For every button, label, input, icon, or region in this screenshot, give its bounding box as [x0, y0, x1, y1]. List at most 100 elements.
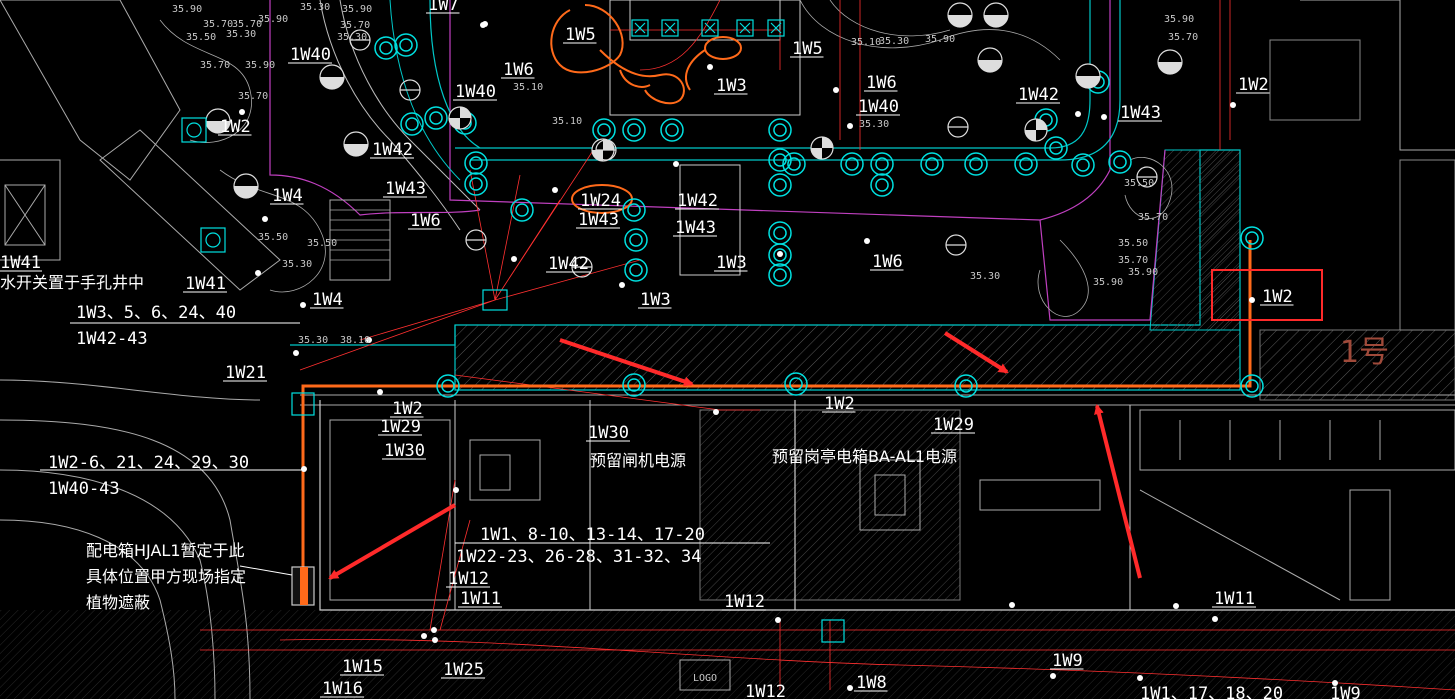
ground-light-fill-icon	[984, 15, 1008, 27]
circuit-label: 1W41	[185, 274, 226, 294]
leader-dot	[713, 409, 719, 415]
circuit-label: 1W2	[824, 394, 855, 414]
arrow-1	[559, 338, 694, 387]
light-fixture-inner-icon	[969, 157, 983, 171]
light-fixture-inner-icon	[1245, 379, 1259, 393]
leader-dot	[366, 337, 372, 343]
elevation-text: 35.70	[1138, 212, 1168, 223]
elevation-text: 35.90	[245, 60, 275, 71]
leader-dot	[1137, 675, 1143, 681]
light-fixture-icon	[622, 373, 646, 397]
circuit-label: 1W8	[856, 673, 887, 693]
circuit-label: 1W40	[858, 97, 899, 117]
leader-dot	[1332, 680, 1338, 686]
elevation-text: 35.90	[1093, 277, 1123, 288]
spot-light-fill-icon	[811, 137, 833, 159]
spot-light-fill-icon	[449, 107, 471, 129]
recessed-fixture-icon	[661, 19, 679, 37]
light-fixture-icon	[400, 112, 424, 136]
light-fixture-icon	[510, 198, 534, 222]
elevation-text: 35.30	[337, 32, 367, 43]
power-route	[301, 240, 1252, 580]
note-panel-line-2: 具体位置甲方现场指定	[86, 567, 246, 586]
light-fixture-icon	[464, 151, 488, 175]
leader-dot	[777, 251, 783, 257]
leader-dot	[255, 270, 261, 276]
elevation-text: 35.90	[342, 4, 372, 15]
circuit-label: 1W43	[385, 179, 426, 199]
panel-indicator	[300, 567, 308, 605]
light-fixture-icon	[660, 118, 684, 142]
light-fixture-icon	[436, 374, 460, 398]
light-fixture-icon	[622, 198, 646, 222]
circuit-label: 1W16	[322, 679, 363, 699]
circuit-label: 1W9	[1052, 651, 1083, 671]
ground-light-fill-icon	[206, 121, 230, 133]
circuit-label: 1W42	[372, 140, 413, 160]
leader-dot	[847, 123, 853, 129]
fixtures-layer	[181, 2, 1338, 691]
light-fixture-icon	[840, 152, 864, 176]
light-fixture-inner-icon	[959, 379, 973, 393]
light-fixture-inner-icon	[429, 111, 443, 125]
ground-light-fill-icon	[1158, 62, 1182, 74]
light-fixture-inner-icon	[1245, 231, 1259, 245]
light-fixture-icon	[1108, 150, 1132, 174]
circuit-label: 1W40	[455, 82, 496, 102]
elevation-text: 35.70	[340, 20, 370, 31]
ground-light-fill-icon	[344, 144, 368, 156]
circuit-label: 1W3	[716, 253, 747, 273]
leader-dot	[673, 161, 679, 167]
group-label-circuits-d: 1W40-43	[48, 479, 120, 499]
arrow-4	[328, 503, 457, 580]
recessed-fixture-icon	[736, 19, 754, 37]
light-fixture-icon	[1240, 374, 1264, 398]
group-labels: 1W3、5、6、24、40 1W42-43 1W2-6、21、24、29、30 …	[40, 303, 770, 567]
circuit-label: 1W24	[580, 191, 621, 211]
group-label-circuits-f: 1W22-23、26-28、31-32、34	[456, 547, 701, 567]
light-fixture-icon	[624, 258, 648, 282]
ground-light-fill-icon	[320, 77, 344, 89]
light-fixture-inner-icon	[469, 156, 483, 170]
circuit-label: 1W42	[677, 191, 718, 211]
circuit-label: 1W6	[410, 211, 441, 231]
ground-light-fill-icon	[234, 186, 258, 198]
highlight-box	[1211, 269, 1323, 321]
light-fixture-icon	[394, 33, 418, 57]
note-gate-power: 预留闸机电源	[590, 451, 686, 470]
circuit-label: 1W30	[384, 441, 425, 461]
leader-dot	[1075, 111, 1081, 117]
circuit-label: 1W2	[1238, 75, 1269, 95]
leader-dot	[511, 256, 517, 262]
light-fixture-icon	[870, 173, 894, 197]
circuit-label: 1W12	[745, 682, 786, 699]
light-fixture-inner-icon	[787, 157, 801, 171]
building-number: 1号	[1340, 335, 1389, 370]
elevation-text: 35.30	[300, 2, 330, 13]
elevation-text: 35.90	[172, 4, 202, 15]
circuit-label: 1W5	[565, 25, 596, 45]
circuit-label: 1W21	[225, 363, 266, 383]
pole-base-icon	[181, 117, 207, 143]
elevation-text: 35.30	[298, 335, 328, 346]
circuit-label: 1W12	[448, 569, 489, 589]
leader-dot	[552, 187, 558, 193]
pole-base-icon	[200, 227, 226, 253]
light-fixture-inner-icon	[1049, 141, 1063, 155]
light-fixture-inner-icon	[845, 157, 859, 171]
light-fixture-inner-icon	[773, 268, 787, 282]
ground-light-fill-icon	[948, 15, 972, 27]
elevation-text: 35.30	[226, 29, 256, 40]
note-booth-power: 预留岗亭电箱BA-AL1电源	[772, 447, 957, 466]
leader-dot	[432, 637, 438, 643]
circuit-label: 1W6	[872, 252, 903, 272]
leader-dot	[239, 109, 245, 115]
elevation-text: 35.10	[552, 116, 582, 127]
light-fixture-icon	[464, 172, 488, 196]
elevation-text: 35.50	[307, 238, 337, 249]
circuit-label: 1W43	[578, 210, 619, 230]
elevation-text: 35.70	[238, 91, 268, 102]
elevation-text: 35.70	[1118, 255, 1148, 266]
